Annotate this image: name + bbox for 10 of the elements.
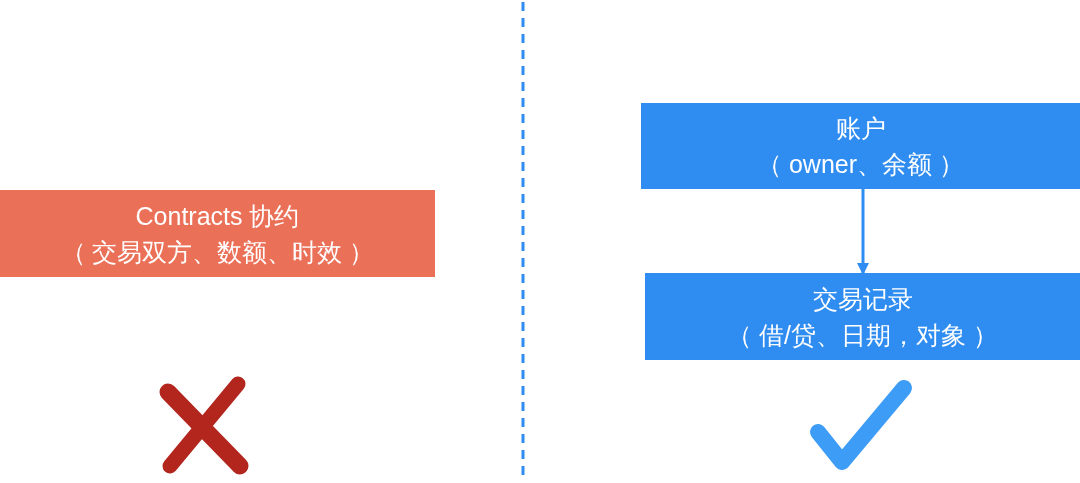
box-title: 账户 bbox=[835, 113, 886, 144]
box-detail: （ 借/贷、日期，对象 ） bbox=[727, 319, 998, 351]
arrow bbox=[857, 189, 869, 275]
concept-box bbox=[0, 190, 435, 277]
box-detail: （ owner、余额 ） bbox=[757, 149, 964, 180]
box-detail: （ 交易双方、数额、时效 ） bbox=[60, 236, 375, 268]
entity-box bbox=[645, 273, 1080, 360]
entity-box bbox=[641, 103, 1080, 189]
box-title: 交易记录 bbox=[812, 283, 913, 315]
box-title: Contracts 协约 bbox=[135, 200, 300, 232]
